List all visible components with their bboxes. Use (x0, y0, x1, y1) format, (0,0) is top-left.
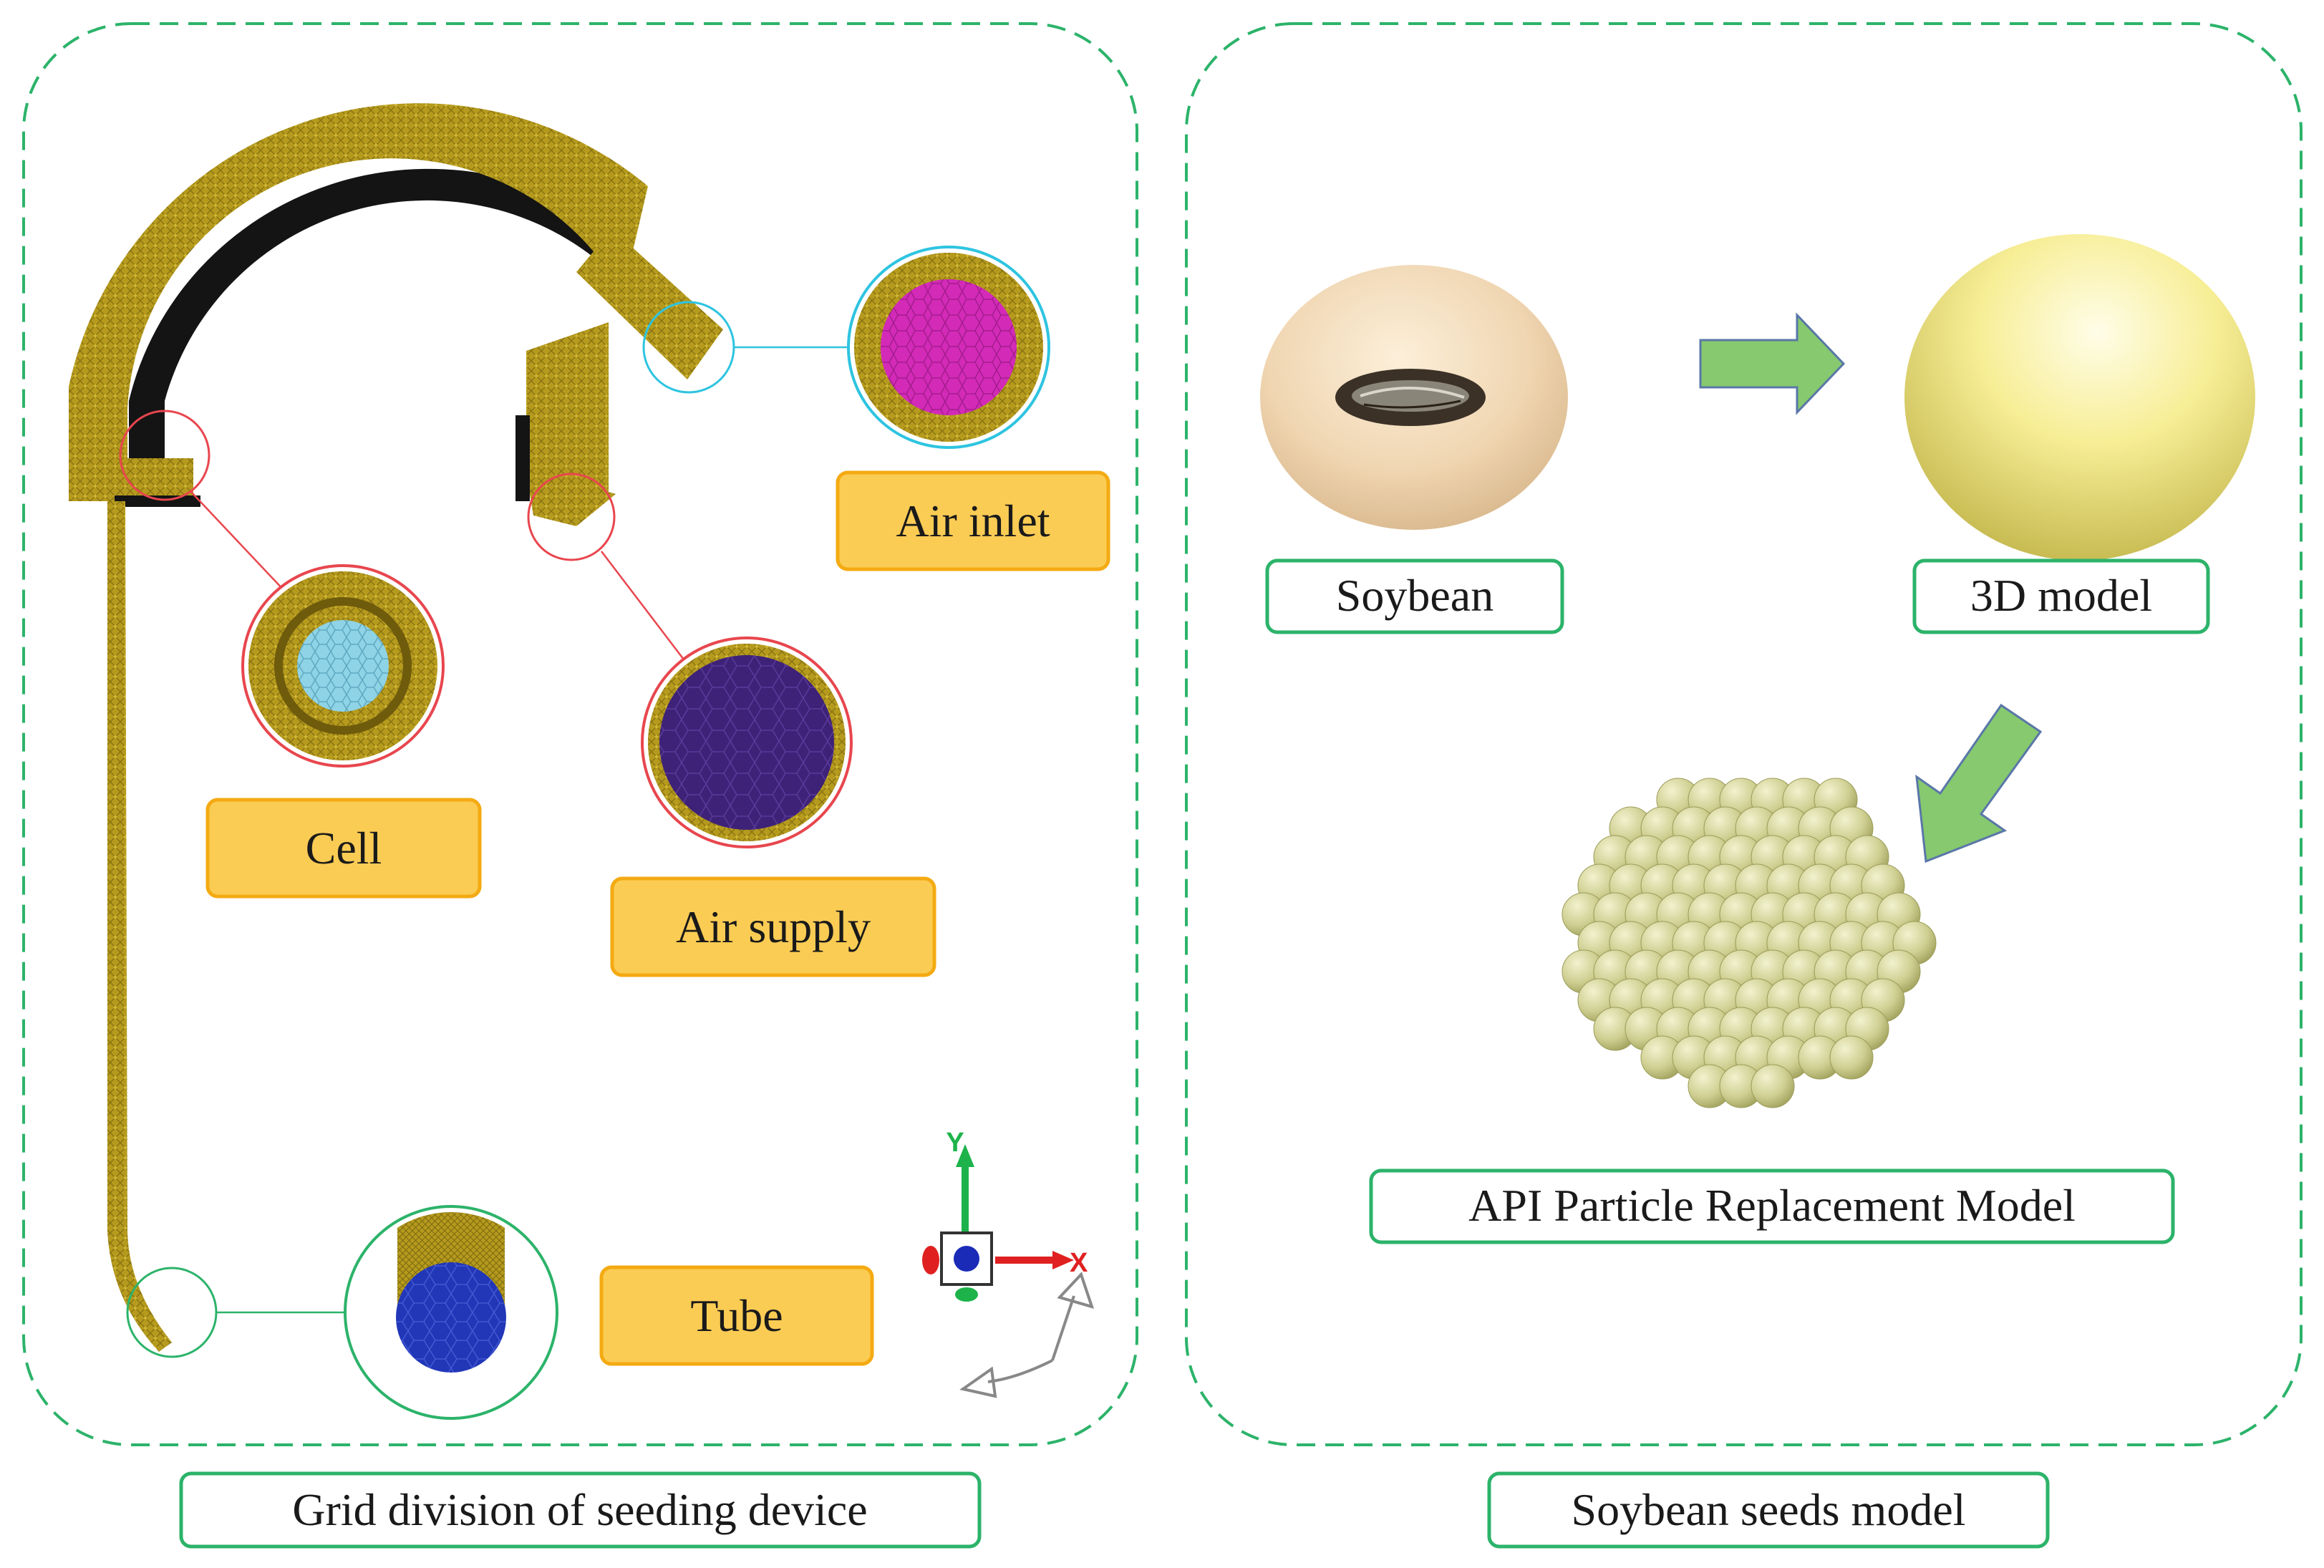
air-inlet-cross-section (847, 246, 1050, 449)
soybean-label-box: Soybean (1265, 558, 1564, 634)
base-block (69, 458, 193, 501)
right-caption: Soybean seeds model (1572, 1484, 1966, 1535)
tube-label: Tube (690, 1290, 783, 1341)
left-caption-box: Grid division of seeding device (179, 1471, 982, 1549)
rotate-arrow-right (1051, 1272, 1095, 1361)
air-supply-cross-section (641, 637, 853, 848)
particle-sphere (1751, 1064, 1795, 1108)
3d-model-label-box: 3D model (1912, 558, 2210, 634)
3d-model-label: 3D model (1970, 570, 2152, 621)
cell-connector (190, 490, 286, 592)
left-caption: Grid division of seeding device (292, 1484, 867, 1535)
arch-shadow (129, 168, 623, 494)
arrow-model-to-particles (1915, 703, 2043, 863)
soybean-image (1260, 265, 1568, 530)
air-supply-label: Air supply (676, 901, 871, 952)
air-supply-callout-ring (527, 473, 616, 561)
axis-triad: Y X (922, 1128, 1095, 1398)
right-leg-shadow (515, 415, 530, 501)
tube-label-box: Tube (599, 1265, 874, 1366)
tube-body (107, 501, 172, 1352)
air-supply-connector (601, 551, 687, 663)
right-caption-box: Soybean seeds model (1487, 1471, 2050, 1549)
air-inlet-pipe (576, 229, 723, 379)
cell-callout-ring (119, 410, 210, 501)
axis-x-label: X (1070, 1248, 1088, 1278)
tube-cross-section (344, 1205, 558, 1420)
base-shadow (115, 495, 200, 507)
particle-sphere (1829, 1035, 1874, 1080)
arch-body (69, 103, 648, 494)
rotate-arrow-left (959, 1359, 1053, 1398)
particle-model-image (1562, 778, 1937, 1108)
air-inlet-label: Air inlet (896, 495, 1050, 546)
3d-model-image (1904, 234, 2255, 561)
seeding-device-mesh (69, 103, 723, 1352)
cell-cross-section (241, 564, 445, 768)
right-leg (526, 322, 609, 494)
left-panel-frame (22, 22, 1138, 1446)
cell-label: Cell (306, 823, 382, 873)
right-panel-frame (1185, 22, 2303, 1446)
cell-label-box: Cell (205, 798, 482, 899)
arrow-soybean-to-model (1699, 312, 1846, 415)
api-model-label: API Particle Replacement Model (1468, 1180, 2076, 1231)
air-supply-label-box: Air supply (610, 876, 936, 977)
api-model-label-box: API Particle Replacement Model (1369, 1168, 2175, 1244)
axis-y-label: Y (946, 1128, 964, 1158)
right-leg-foot (530, 481, 616, 526)
air-inlet-label-box: Air inlet (836, 470, 1110, 571)
soybean-label: Soybean (1336, 570, 1493, 621)
